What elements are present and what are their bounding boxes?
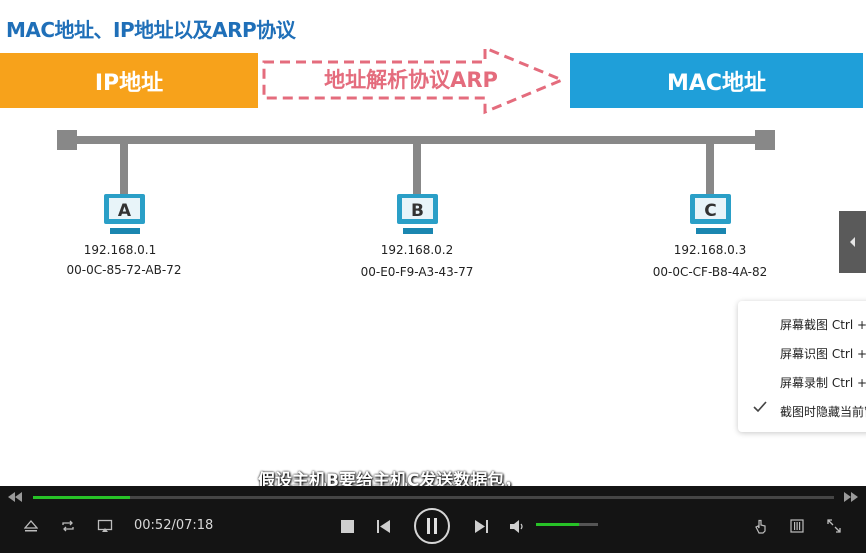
skip-next-icon — [475, 519, 488, 533]
host-b-icon: B — [397, 194, 438, 234]
stop-icon — [340, 519, 354, 533]
time-display: 00:52/07:18 — [134, 518, 214, 533]
host-c-ip: 192.168.0.3 — [673, 243, 747, 257]
menu-item-hide-window[interactable]: 截图时隐藏当前窗 — [780, 405, 866, 419]
checkmark-icon — [753, 401, 767, 413]
host-c-icon: C — [690, 194, 731, 234]
drop-line-c — [706, 144, 714, 194]
arp-arrow — [262, 45, 566, 115]
hand-pointer-icon — [755, 519, 766, 534]
previous-button[interactable] — [375, 518, 393, 534]
host-a-icon: A — [104, 194, 145, 234]
host-b-ip: 192.168.0.2 — [380, 243, 454, 257]
volume-button[interactable] — [508, 518, 526, 534]
skip-previous-icon — [377, 519, 390, 533]
playlist-button[interactable] — [788, 518, 806, 534]
side-panel-toggle[interactable] — [839, 211, 866, 273]
cast-button[interactable] — [95, 518, 115, 534]
stop-button[interactable] — [339, 518, 355, 534]
next-button[interactable] — [472, 518, 490, 534]
menu-item-screen-record[interactable]: 屏幕录制 Ctrl + — [780, 376, 866, 390]
mac-address-box: MAC地址 — [570, 53, 863, 108]
rewind-icon[interactable] — [6, 491, 24, 503]
loop-icon — [62, 520, 74, 532]
host-b-letter: B — [411, 201, 424, 221]
host-a-letter: A — [118, 201, 132, 221]
eject-button[interactable] — [22, 518, 40, 534]
loop-button[interactable] — [58, 518, 78, 534]
progress-fill — [33, 496, 130, 499]
drop-line-b — [413, 144, 421, 194]
slide-title: MAC地址、IP地址以及ARP协议 — [6, 18, 296, 42]
host-a-mac: 00-0C-85-72-AB-72 — [66, 263, 182, 277]
touch-mode-button[interactable] — [752, 518, 770, 534]
menu-item-image-recognition[interactable]: 屏幕识图 Ctrl + — [780, 347, 866, 361]
eject-icon — [24, 520, 38, 532]
fullscreen-icon — [827, 519, 841, 533]
speaker-icon — [510, 519, 523, 533]
host-c-mac: 00-0C-CF-B8-4A-82 — [652, 265, 768, 279]
mac-address-label: MAC地址 — [666, 70, 767, 96]
screen-cast-icon — [97, 519, 113, 532]
pause-icon — [427, 518, 437, 534]
bus-line — [66, 136, 766, 144]
ip-address-label: IP地址 — [94, 70, 164, 96]
pause-button[interactable] — [414, 508, 450, 544]
network-diagram: A B C — [57, 130, 775, 234]
ip-address-box: IP地址 — [0, 53, 258, 108]
menu-item-screen-capture[interactable]: 屏幕截图 Ctrl + — [780, 318, 866, 332]
fast-forward-icon[interactable] — [842, 491, 860, 503]
fullscreen-button[interactable] — [825, 518, 843, 534]
host-c-letter: C — [704, 201, 716, 221]
arp-label: 地址解析协议ARP — [324, 68, 498, 92]
chevron-left-icon — [849, 237, 855, 247]
player-controls: 00:52/07:18 — [0, 486, 866, 553]
playlist-icon — [790, 519, 804, 533]
drop-line-a — [120, 144, 128, 194]
host-a-ip: 192.168.0.1 — [83, 243, 157, 257]
progress-bar[interactable] — [33, 496, 834, 499]
video-frame: MAC地址、IP地址以及ARP协议 IP地址 地址解析协议ARP MAC地址 A… — [0, 18, 863, 279]
screenshot-context-menu: 屏幕截图 Ctrl + 屏幕识图 Ctrl + 屏幕录制 Ctrl + 截图时隐… — [738, 301, 866, 432]
volume-slider[interactable] — [536, 523, 598, 526]
volume-fill — [536, 523, 580, 526]
host-b-mac: 00-E0-F9-A3-43-77 — [360, 265, 474, 279]
